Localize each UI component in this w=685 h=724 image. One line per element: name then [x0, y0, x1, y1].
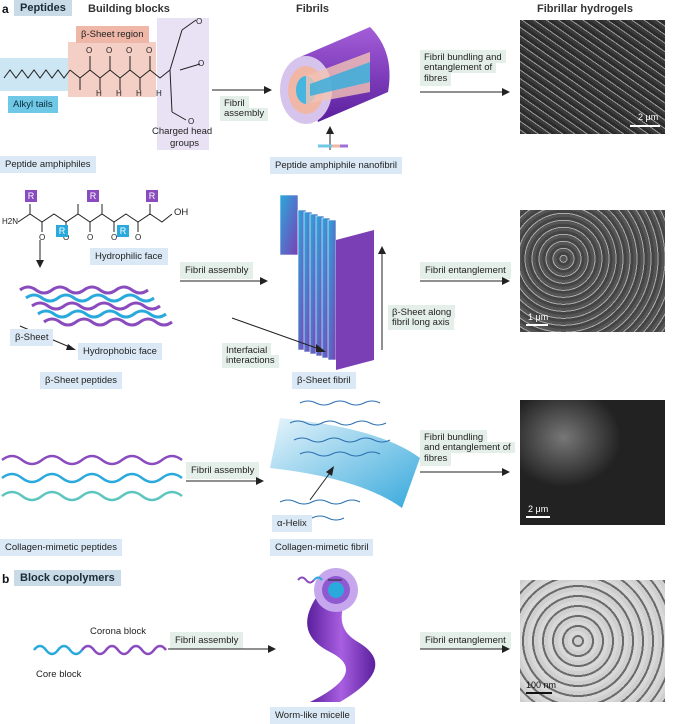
fibril-assembly-label-4: Fibril assembly — [170, 632, 244, 649]
core-block-label: Core block — [36, 669, 82, 680]
beta-sheet-region-label: β-Sheet region — [76, 26, 149, 43]
panel-label-a: a — [2, 2, 9, 16]
arrow-interfacial — [231, 317, 326, 352]
beta-sheet-label: β-Sheet — [10, 329, 54, 346]
arrow-fibril-assembly-3 — [186, 477, 264, 485]
interfacial-label-1: Interfacial — [222, 343, 272, 356]
amphiphile-mini-icon — [318, 144, 348, 148]
hydrogel-micrograph-2: 1 μm — [520, 210, 665, 332]
arrow-row2-hydrogel — [420, 277, 510, 285]
svg-text:O: O — [198, 59, 204, 68]
residue-R-5: R — [146, 190, 158, 202]
header-fibrillar-hydrogels: Fibrillar hydrogels — [537, 3, 633, 15]
svg-text:H: H — [116, 89, 122, 98]
hydrogel-micrograph-3: 2 μm — [520, 400, 665, 525]
fibril-assembly-label-3: Fibril assembly — [186, 462, 260, 479]
alpha-helix-label: α-Helix — [272, 515, 312, 532]
fibril-assembly-label-1-line1: Fibril — [220, 96, 249, 109]
residue-R-3: R — [87, 190, 99, 202]
fibril-assembly-label-1-line2: assembly — [220, 108, 269, 121]
alkyl-tails-label: Alkyl tails — [8, 96, 58, 113]
entanglement-label-row2: Fibril entanglement — [420, 262, 511, 279]
svg-text:O: O — [63, 233, 69, 242]
scale-label-2: 1 μm — [528, 312, 549, 322]
oh-label: OH — [174, 207, 189, 218]
nanofibril-title: Peptide amphiphile nanofibril — [270, 157, 402, 174]
alkyl-tail-highlight — [0, 58, 68, 91]
sheet-axis-label-1: β-Sheet along — [388, 305, 456, 318]
svg-text:O: O — [39, 233, 45, 242]
collagen-mimetic-fibril — [270, 400, 420, 521]
arrow-fibril-assembly-4 — [168, 645, 276, 653]
section-tag-block-copolymers: Block copolymers — [14, 570, 121, 586]
svg-text:O: O — [106, 46, 112, 55]
beta-sheet-fibril-title: β-Sheet fibril — [292, 372, 356, 389]
hydrophobic-face-label: Hydrophobic face — [78, 343, 162, 360]
scale-bar-3 — [526, 516, 550, 518]
scale-bar-4 — [526, 692, 552, 694]
worm-like-micelle — [297, 568, 376, 702]
collagen-fibril-title: Collagen-mimetic fibril — [270, 539, 374, 556]
residue-R-4: R — [117, 225, 129, 237]
svg-text:O: O — [135, 233, 141, 242]
hydrophilic-face-label: Hydrophilic face — [90, 248, 168, 265]
bundling-label-row1-2: entanglement of — [420, 62, 497, 73]
bundling-label-row1-3: fibres — [420, 73, 452, 86]
svg-text:O: O — [126, 46, 132, 55]
charged-head-label-1: Charged head — [152, 126, 213, 137]
scale-label-1: 2 μm — [638, 112, 659, 122]
svg-text:O: O — [146, 46, 152, 55]
arrow-row4-hydrogel — [420, 645, 510, 653]
scale-label-3: 2 μm — [528, 504, 549, 514]
svg-text:H: H — [156, 89, 162, 98]
arrow-fibril-assembly-2 — [180, 277, 268, 285]
scale-bar-2 — [526, 324, 548, 326]
residue-R-1: R — [25, 190, 37, 202]
bundling-label-row3-2: and entanglement of — [420, 442, 515, 453]
section-tag-peptides: Peptides — [14, 0, 72, 16]
collagen-peptides-title: Collagen-mimetic peptides — [0, 539, 122, 556]
fibril-assembly-label-2: Fibril assembly — [180, 262, 254, 279]
bundling-label-row1-1: Fibril bundling and — [420, 50, 506, 63]
charged-head-label-2: groups — [170, 138, 200, 149]
entanglement-label-row4: Fibril entanglement — [420, 632, 511, 649]
header-fibrils: Fibrils — [296, 3, 330, 15]
svg-text:O: O — [86, 46, 92, 55]
interfacial-label-2: interactions — [222, 355, 279, 368]
h2n-label: H2N — [2, 217, 19, 226]
collagen-mimetic-strands — [1, 454, 183, 502]
beta-sheet-fibril — [279, 194, 386, 370]
scale-bar-1 — [630, 125, 660, 127]
svg-text:O: O — [87, 233, 93, 242]
bundling-label-row3-1: Fibril bundling — [420, 430, 488, 443]
header-building-blocks: Building blocks — [88, 3, 170, 15]
peptide-amphiphile-nanofibril — [280, 27, 390, 150]
svg-text:O: O — [196, 17, 202, 26]
svg-text:O: O — [111, 233, 117, 242]
residue-R-2: R — [56, 225, 68, 237]
corona-block-label: Corona block — [90, 626, 146, 637]
bundling-label-row3-3: fibres — [420, 453, 452, 466]
panel-label-b: b — [2, 572, 10, 586]
sheet-axis-label-2: fibril long axis — [388, 317, 454, 330]
arrow-row1-hydrogel — [420, 88, 510, 96]
svg-text:O: O — [188, 117, 194, 126]
beta-sheet-region-highlight — [68, 42, 156, 97]
hydrogel-micrograph-1: 2 μm — [520, 20, 665, 134]
block-copolymer-chain — [33, 644, 167, 656]
hydrogel-micrograph-4: 100 nm — [520, 580, 665, 702]
peptide-amphiphile-structure: O O O O H H H H O O O — [3, 17, 204, 126]
worm-micelle-title: Worm-like micelle — [270, 707, 355, 724]
scale-label-4: 100 nm — [526, 680, 557, 690]
svg-text:H: H — [136, 89, 142, 98]
arrow-row3-hydrogel — [420, 468, 510, 476]
beta-sheet-peptides-title: β-Sheet peptides — [40, 372, 123, 389]
peptide-amphiphiles-title: Peptide amphiphiles — [0, 156, 96, 173]
arrow-fibril-assembly-1 — [212, 86, 272, 94]
svg-text:H: H — [96, 89, 102, 98]
charged-head-highlight — [157, 18, 209, 150]
